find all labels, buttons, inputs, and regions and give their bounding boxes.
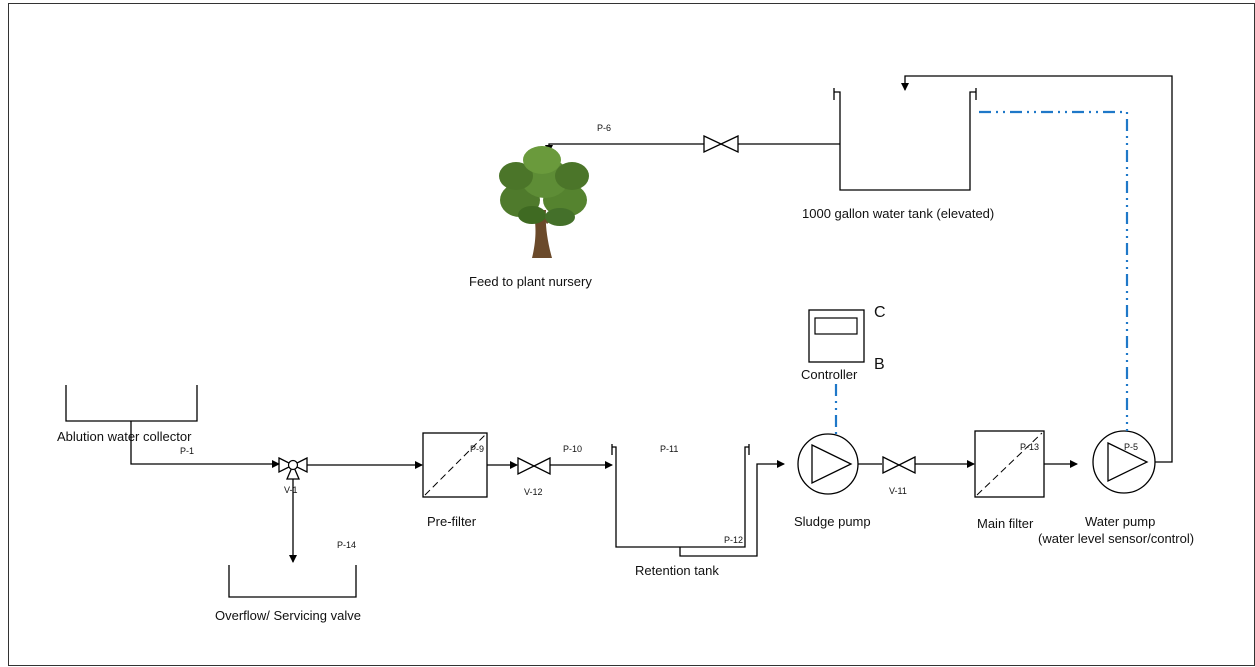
- tag-p6: P-6: [597, 123, 611, 133]
- sludge-pump-label: Sludge pump: [794, 514, 871, 529]
- pipe-p12: [679, 460, 785, 557]
- controller-label: Controller: [801, 367, 858, 382]
- tree-icon: [499, 146, 589, 258]
- retention-tank-label: Retention tank: [635, 563, 719, 578]
- tag-p1: P-1: [180, 446, 194, 456]
- prefilter-box: [422, 432, 488, 498]
- tag-p11: P-11: [660, 444, 678, 454]
- overflow-valve-label: Overflow/ Servicing valve: [215, 608, 361, 623]
- gate-valve-p6: [703, 134, 739, 154]
- prefilter-label: Pre-filter: [427, 514, 477, 529]
- tag-p13: P-13: [1020, 442, 1039, 452]
- tag-p10: P-10: [563, 444, 582, 454]
- tag-v12: V-12: [524, 487, 543, 497]
- controller-c-label: C: [874, 304, 886, 321]
- page-frame: [8, 3, 1255, 666]
- ablution-collector-vessel: [65, 385, 198, 422]
- gate-valve-v12: [517, 456, 551, 476]
- prefilter-diagonal: [424, 434, 486, 496]
- pipe-p1: [130, 421, 280, 468]
- sludge-pump: [797, 433, 859, 495]
- tag-v11: V-11: [889, 486, 907, 496]
- three-way-valve-v1: [278, 456, 308, 480]
- tag-p12: P-12: [724, 535, 743, 545]
- elevated-tank-vessel: [833, 88, 977, 191]
- main-filter-label: Main filter: [977, 516, 1034, 531]
- water-pump: [1092, 430, 1156, 494]
- water-pump-label-1: Water pump: [1085, 514, 1155, 529]
- controller-b-label: B: [874, 356, 885, 373]
- water-pump-label-2: (water level sensor/control): [1038, 531, 1194, 546]
- nursery-label: Feed to plant nursery: [469, 274, 592, 289]
- elevated-tank-label: 1000 gallon water tank (elevated): [802, 206, 994, 221]
- signal-tank-level-to-water-pump: [979, 110, 1129, 431]
- gate-valve-v11: [882, 455, 916, 475]
- tag-p14: P-14: [337, 540, 356, 550]
- overflow-vessel: [228, 565, 357, 598]
- pipe-p6: [545, 143, 704, 153]
- tag-p5: P-5: [1124, 442, 1138, 452]
- pipe-p5-to-elevated-tank: [901, 75, 1173, 463]
- retention-tank-vessel: [611, 444, 750, 548]
- tag-v1: V-1: [284, 485, 298, 495]
- tag-p9: P-9: [470, 444, 484, 454]
- controller-icon: [808, 309, 865, 363]
- ablution-collector-label: Ablution water collector: [57, 429, 192, 444]
- main-filter-diagonal: [976, 432, 1043, 496]
